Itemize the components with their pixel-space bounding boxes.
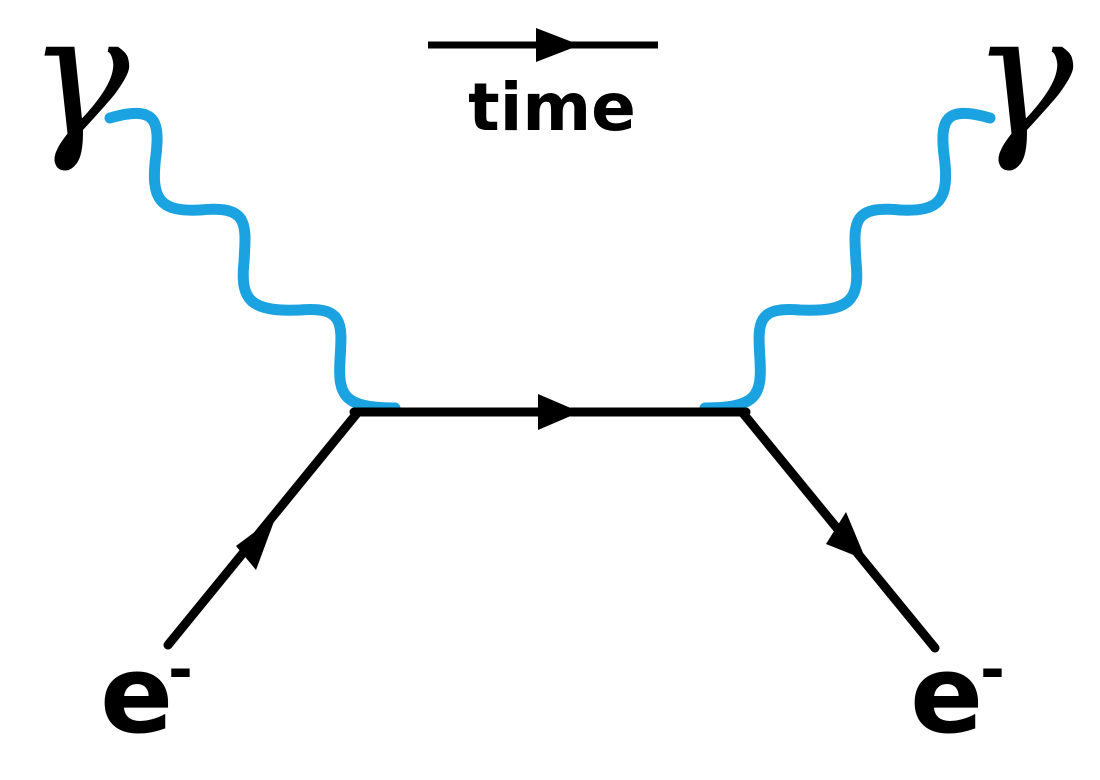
outgoing-electron-arrow (826, 512, 866, 560)
outgoing-photon-label: γ (972, 0, 1074, 176)
outgoing-electron-label: e (910, 633, 983, 758)
incoming-photon-label: γ (28, 0, 130, 176)
incoming-photon-line (104, 107, 401, 414)
outgoing-electron-charge: - (980, 635, 1005, 705)
propagator-arrow (538, 394, 580, 430)
incoming-electron-arrow (236, 516, 276, 570)
time-arrow-head (536, 28, 580, 62)
incoming-electron-label: e (100, 633, 173, 758)
outgoing-photon-line (699, 107, 996, 414)
time-label: time (468, 69, 636, 146)
incoming-electron-charge: - (168, 635, 193, 705)
